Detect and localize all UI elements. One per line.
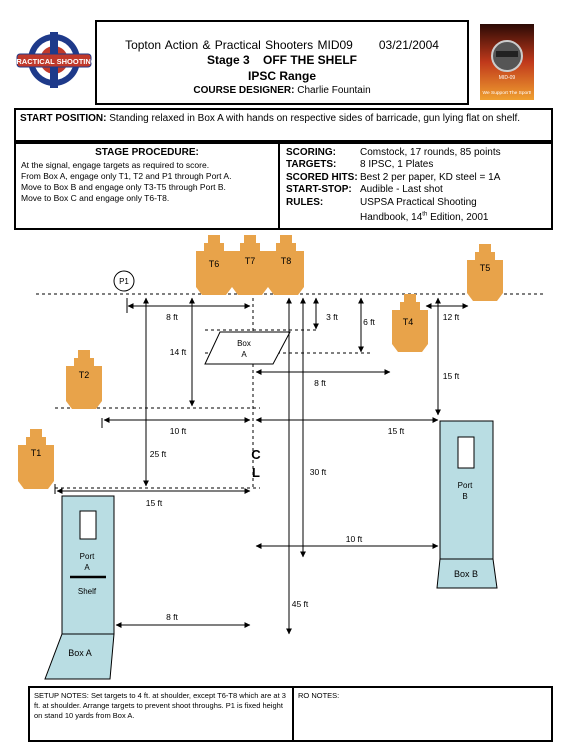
port-a-label: Port xyxy=(80,552,95,561)
dim-label-15ft-right: 15 ft xyxy=(443,371,460,381)
rules-line2: Handbook, 14th Edition, 2001 xyxy=(360,212,489,224)
box-a-upper-label: Box xyxy=(237,339,251,348)
start-stop-row: START-STOP: Audible - Last shot xyxy=(286,184,545,196)
stage-info-box: SCORING: Comstock, 17 rounds, 85 points … xyxy=(278,142,553,230)
target-t1 xyxy=(18,429,54,489)
port-a-label-sub: A xyxy=(84,563,90,572)
rules-line1: USPSA Practical Shooting xyxy=(360,196,477,208)
ro-notes-label: RO NOTES: xyxy=(298,691,340,700)
target-t8 xyxy=(268,235,304,295)
scoring-row: SCORING: Comstock, 17 rounds, 85 points xyxy=(286,147,545,159)
dim-label-8ft-low: 8 ft xyxy=(166,612,178,622)
center-line-l: L xyxy=(252,465,260,480)
dim-label-25ft: 25 ft xyxy=(150,449,167,459)
port-b-label-sub: B xyxy=(462,492,467,501)
scoring-label: SCORING: xyxy=(286,147,336,158)
rules-label: RULES: xyxy=(286,196,324,208)
logo-sub: MID-09 xyxy=(499,75,516,81)
procedure-line: At the signal, engage targets as require… xyxy=(21,160,210,170)
target-t5 xyxy=(467,244,503,301)
scored-hits-row: SCORED HITS: Best 2 per paper, KD steel … xyxy=(286,172,545,184)
targets-value: 8 IPSC, 1 Plates xyxy=(360,159,434,171)
scored-hits-value: Best 2 per paper, KD steel = 1A xyxy=(360,171,501,183)
setup-notes-text: SETUP NOTES: Set targets to 4 ft. at sho… xyxy=(34,691,286,720)
box-a-upper xyxy=(204,331,291,365)
label-t5: T5 xyxy=(480,263,491,273)
dim-label-14ft: 14 ft xyxy=(170,347,187,357)
plate-p1 xyxy=(113,270,135,292)
start-stop-value: Audible - Last shot xyxy=(360,184,443,196)
logo-text: PRACTICAL SHOOTING xyxy=(14,57,94,66)
start-position-label: START POSITION: xyxy=(20,113,107,124)
start-position-text: Standing relaxed in Box A with hands on … xyxy=(109,113,521,124)
label-t7: T7 xyxy=(245,256,256,266)
box-a-upper-label-sub: A xyxy=(241,350,247,359)
scored-hits-label: SCORED HITS: xyxy=(286,171,358,183)
dim-label-8ft-top: 8 ft xyxy=(166,312,178,322)
procedure-heading: STAGE PROCEDURE: xyxy=(95,147,199,158)
stage-line: Stage 3 OFF THE SHELF xyxy=(97,53,467,67)
event-date: 03/21/2004 xyxy=(378,38,439,52)
stage-procedure-box: STAGE PROCEDURE: At the signal, engage t… xyxy=(14,142,280,230)
procedure-line: Move to Box C and engage only T6-T8. xyxy=(21,193,170,203)
designer-line: COURSE DESIGNER: Charlie Fountain xyxy=(97,85,467,96)
center-line-c: C xyxy=(251,447,261,462)
procedure-line: Move to Box B and engage only T3-T5 thro… xyxy=(21,182,226,192)
target-t7 xyxy=(232,235,268,295)
label-t6: T6 xyxy=(209,259,220,269)
port-a-window xyxy=(79,510,97,540)
dim-label-10ft-low: 10 ft xyxy=(346,534,363,544)
logo-slogan: We Support The Sport! xyxy=(483,90,532,96)
port-b-window xyxy=(457,436,475,469)
club-event: Topton Action & Practical Shooters MID09 xyxy=(125,38,353,52)
dim-label-8ft-mid: 8 ft xyxy=(314,378,326,388)
range-name: IPSC Range xyxy=(247,69,316,83)
dim-label-30ft: 30 ft xyxy=(310,467,327,477)
targets-row: TARGETS: 8 IPSC, 1 Plates xyxy=(286,159,545,171)
dim-label-6ft: 6 ft xyxy=(363,317,375,327)
rules-row: RULES: USPSA Practical Shooting Handbook… xyxy=(286,197,545,225)
targets-label: TARGETS: xyxy=(286,159,337,171)
target-t4 xyxy=(392,294,428,352)
start-position-box: START POSITION: Standing relaxed in Box … xyxy=(14,108,553,142)
dim-label-10ft-left: 10 ft xyxy=(170,426,187,436)
box-b-label: Box B xyxy=(454,569,478,579)
target-t6 xyxy=(196,235,232,295)
box-b xyxy=(436,558,498,589)
designer-name: Charlie Fountain xyxy=(297,85,371,96)
practical-shooting-logo: PRACTICAL SHOOTING xyxy=(11,22,97,102)
label-t8: T8 xyxy=(281,256,292,266)
box-a xyxy=(44,633,115,680)
dim-label-45ft: 45 ft xyxy=(292,599,309,609)
dim-label-15ft-low: 15 ft xyxy=(146,498,163,508)
dim-label-15ft-mid: 15 ft xyxy=(388,426,405,436)
stage-number: Stage 3 xyxy=(206,53,250,67)
stage-diagram: T6 T7 T8 T5 T4 T2 T1 P1 C L Box A Port A… xyxy=(18,235,545,680)
label-t4: T4 xyxy=(403,317,414,327)
ro-notes-box: RO NOTES: xyxy=(292,686,553,742)
scoring-value: Comstock, 17 rounds, 85 points xyxy=(360,147,501,158)
dim-label-3ft: 3 ft xyxy=(326,312,338,322)
targets xyxy=(18,235,503,489)
designer-label: COURSE DESIGNER: xyxy=(193,85,295,96)
title-box: Topton Action & Practical Shooters MID09… xyxy=(95,20,469,105)
rules-value: USPSA Practical Shooting Handbook, 14th … xyxy=(360,197,545,225)
mid09-logo: MID-09 We Support The Sport! xyxy=(480,24,534,100)
label-p1: P1 xyxy=(119,277,129,286)
dim-label-12ft: 12 ft xyxy=(443,312,460,322)
procedure-line: From Box A, engage only T1, T2 and P1 th… xyxy=(21,171,232,181)
port-b-label: Port xyxy=(458,481,473,490)
stage-name: OFF THE SHELF xyxy=(263,53,358,67)
label-t1: T1 xyxy=(31,448,42,458)
label-t2: T2 xyxy=(79,370,90,380)
box-a-label: Box A xyxy=(68,648,92,658)
shelf-label: Shelf xyxy=(78,587,97,596)
target-t2 xyxy=(66,350,102,409)
start-stop-label: START-STOP: xyxy=(286,184,352,196)
setup-notes-box: SETUP NOTES: Set targets to 4 ft. at sho… xyxy=(28,686,294,742)
header-line: Topton Action & Practical Shooters MID09… xyxy=(97,38,467,52)
